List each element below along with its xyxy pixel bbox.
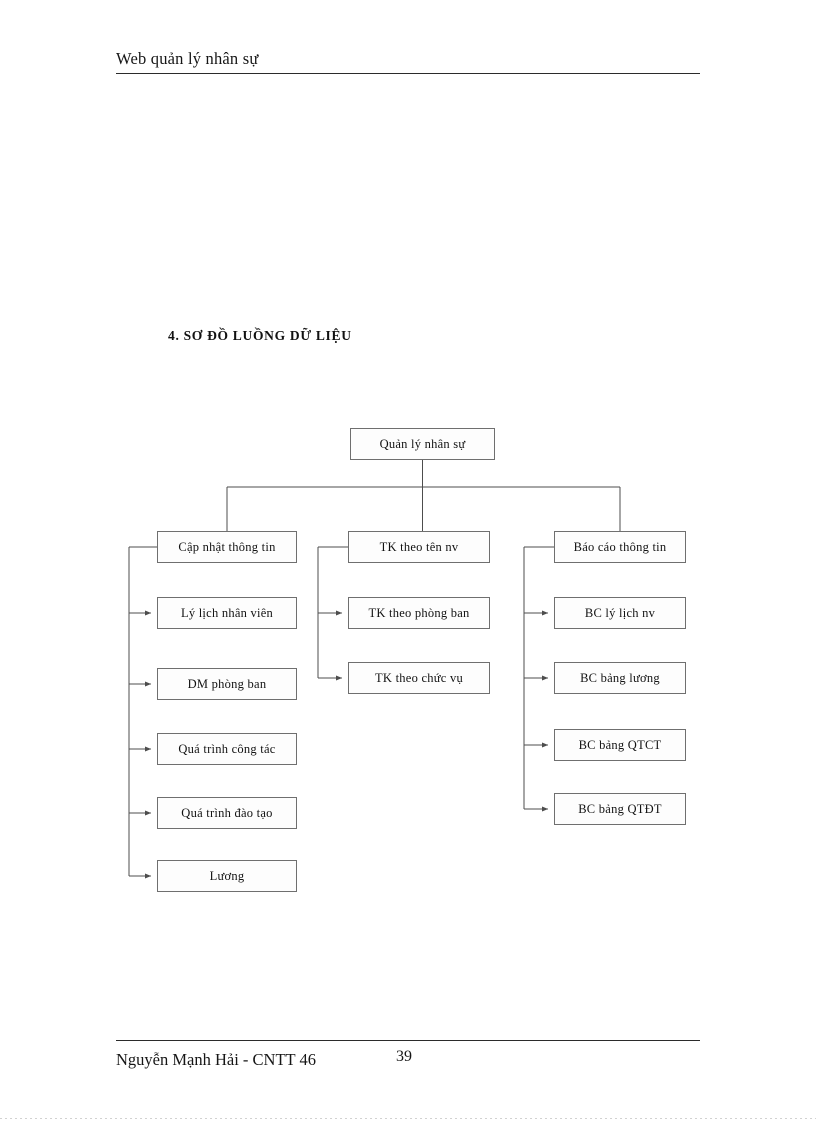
diagram-node-report-qtdt[interactable]: BC bảng QTĐT <box>554 793 686 825</box>
diagram-node-label: Cập nhật thông tin <box>178 539 276 554</box>
running-header: Web quản lý nhân sự <box>116 49 700 69</box>
diagram-node-label: TK theo chức vụ <box>375 670 463 685</box>
section-heading: 4. SƠ ĐỒ LUỒNG DỮ LIỆU <box>168 328 352 343</box>
diagram-node-label: TK theo phòng ban <box>368 605 470 620</box>
footer-author: Nguyễn Mạnh Hải - CNTT 46 <box>116 1050 316 1069</box>
diagram-node-report-payroll[interactable]: BC bảng lương <box>554 662 686 694</box>
header-divider <box>116 73 700 74</box>
diagram-node-label: BC bảng QTĐT <box>578 801 662 816</box>
diagram-node-work-history[interactable]: Quá trình công tác <box>157 733 297 765</box>
diagram-node-label: DM phòng ban <box>187 676 267 691</box>
diagram-node-employee-profile[interactable]: Lý lịch nhân viên <box>157 597 297 629</box>
running-header-title: Web quản lý nhân sự <box>116 49 259 68</box>
diagram-node-label: Báo cáo thông tin <box>573 539 667 554</box>
diagram-node-report-profile[interactable]: BC lý lịch nv <box>554 597 686 629</box>
diagram-node-salary[interactable]: Lương <box>157 860 297 892</box>
diagram-node-branch-update[interactable]: Cập nhật thông tin <box>157 531 297 563</box>
footer-divider <box>116 1040 700 1041</box>
diagram-node-branch-search[interactable]: TK theo tên nv <box>348 531 490 563</box>
diagram-node-label: TK theo tên nv <box>379 539 459 554</box>
diagram-node-label: Quá trình công tác <box>178 741 276 756</box>
diagram-node-label: BC bảng QTCT <box>578 737 662 752</box>
page-number: 39 <box>396 1048 412 1065</box>
diagram-node-report-qtct[interactable]: BC bảng QTCT <box>554 729 686 761</box>
diagram-node-department-list[interactable]: DM phòng ban <box>157 668 297 700</box>
diagram-node-label: Lý lịch nhân viên <box>180 605 274 620</box>
diagram-node-label: BC lý lịch nv <box>584 605 656 620</box>
diagram-node-label: BC bảng lương <box>580 670 660 685</box>
diagram-node-label: Quá trình đào tạo <box>181 805 273 820</box>
diagram-node-search-by-department[interactable]: TK theo phòng ban <box>348 597 490 629</box>
diagram-node-branch-report[interactable]: Báo cáo thông tin <box>554 531 686 563</box>
diagram-node-training-history[interactable]: Quá trình đào tạo <box>157 797 297 829</box>
diagram-node-root[interactable]: Quản lý nhân sự <box>350 428 495 460</box>
diagram-node-label: Lương <box>209 868 245 883</box>
scan-edge-artifact <box>0 1118 816 1119</box>
diagram-node-search-by-position[interactable]: TK theo chức vụ <box>348 662 490 694</box>
diagram-node-label: Quản lý nhân sự <box>379 436 466 451</box>
